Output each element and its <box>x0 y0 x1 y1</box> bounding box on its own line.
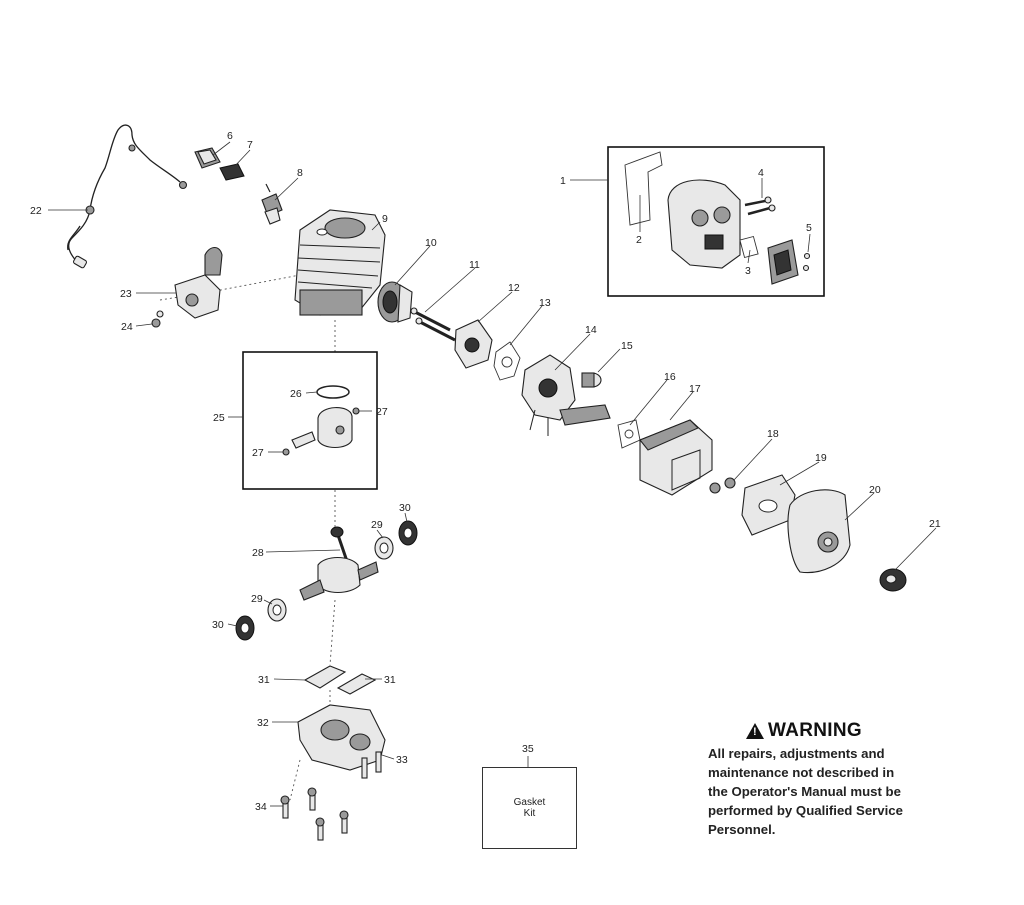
callout-22: 22 <box>30 205 42 217</box>
callout-19: 19 <box>815 452 827 464</box>
part-13-gasket <box>493 341 521 381</box>
part-19-air-filter <box>741 474 796 536</box>
callout-29-right: 29 <box>371 519 383 531</box>
callout-6: 6 <box>227 130 233 142</box>
part-33-studs <box>361 751 382 779</box>
part-2-heat-shield <box>624 151 663 226</box>
part-12-adapter <box>454 319 493 369</box>
callout-18: 18 <box>767 428 779 440</box>
callout-30-right: 30 <box>399 502 411 514</box>
callout-4: 4 <box>758 167 764 179</box>
part-29-bearing-left <box>267 598 287 622</box>
callout-20: 20 <box>869 484 881 496</box>
part-4-bolts <box>744 196 776 216</box>
warning-heading: WARNING <box>746 720 958 742</box>
part-piston-pin <box>291 431 316 449</box>
gasket-kit-line2: Kit <box>523 808 536 819</box>
part-5-screen <box>767 239 811 285</box>
warning-text: All repairs, adjustments and maintenance… <box>708 746 903 837</box>
assembly-box-25 <box>242 351 378 490</box>
callout-17: 17 <box>689 383 701 395</box>
part-23-ignition-module <box>174 246 223 319</box>
callout-16: 16 <box>664 371 676 383</box>
part-16-gasket <box>617 419 641 449</box>
warning-notice: WARNING All repairs, adjustments and mai… <box>708 720 958 839</box>
callout-14: 14 <box>585 324 597 336</box>
part-31-guide-right <box>336 673 377 695</box>
callout-26: 26 <box>290 388 302 400</box>
gasket-kit-box: Gasket Kit <box>482 767 577 849</box>
part-28-crankshaft <box>299 526 379 601</box>
callout-35: 35 <box>522 743 534 755</box>
callout-31-left: 31 <box>258 674 270 686</box>
part-31-guide-left <box>303 665 347 689</box>
callout-10: 10 <box>425 237 437 249</box>
part-34-screws <box>280 787 349 841</box>
callout-33: 33 <box>396 754 408 766</box>
part-10-intake-boot <box>377 281 413 323</box>
part-9-cylinder <box>294 209 386 316</box>
callout-24: 24 <box>121 321 133 333</box>
part-7-boot <box>219 163 245 181</box>
part-30-seal-right <box>398 520 418 546</box>
callout-32: 32 <box>257 717 269 729</box>
part-piston <box>317 407 353 449</box>
part-22-ignition-wire <box>67 124 188 269</box>
callout-34: 34 <box>255 801 267 813</box>
gasket-kit-line1: Gasket <box>513 797 546 808</box>
part-32-crankcase <box>297 704 386 771</box>
callout-9: 9 <box>382 213 388 225</box>
part-29-bearing-right <box>374 536 394 560</box>
callout-15: 15 <box>621 340 633 352</box>
callout-27-upper: 27 <box>376 406 388 418</box>
leader-lines <box>48 141 937 807</box>
callout-30-left: 30 <box>212 619 224 631</box>
callout-7: 7 <box>247 139 253 151</box>
part-11-screws <box>410 307 456 342</box>
callout-31-right: 31 <box>384 674 396 686</box>
part-6-cap <box>194 147 221 169</box>
part-30-seal-left <box>235 615 255 641</box>
part-26-piston-ring <box>316 385 350 399</box>
part-20-air-cover <box>787 489 851 574</box>
callout-8: 8 <box>297 167 303 179</box>
part-14-carburetor <box>521 354 611 436</box>
callout-3: 3 <box>745 265 751 277</box>
callout-28: 28 <box>252 547 264 559</box>
part-8-spark-plug <box>261 183 283 225</box>
part-3-gasket <box>739 235 759 259</box>
callout-12: 12 <box>508 282 520 294</box>
part-24-screws <box>151 310 164 328</box>
part-15-fitting <box>581 372 602 388</box>
callout-21: 21 <box>929 518 941 530</box>
callout-27-lower: 27 <box>252 447 264 459</box>
callout-labels: 1 2 3 4 5 6 7 8 9 10 11 12 13 14 15 16 1… <box>30 130 941 813</box>
callout-11: 11 <box>469 259 480 271</box>
assembly-box-1 <box>607 146 825 297</box>
callout-1: 1 <box>560 175 566 187</box>
warning-title: WARNING <box>768 720 862 741</box>
callout-29-left: 29 <box>251 593 263 605</box>
callout-13: 13 <box>539 297 551 309</box>
callout-5: 5 <box>806 222 812 234</box>
callout-2: 2 <box>636 234 642 246</box>
warning-triangle-icon <box>746 723 764 739</box>
part-18-nuts <box>709 477 736 494</box>
part-21-knob <box>879 568 907 592</box>
callout-25: 25 <box>213 412 225 424</box>
part-27-clips <box>282 407 360 456</box>
part-17-air-box <box>639 419 713 496</box>
part-1-muffler <box>667 179 741 269</box>
callout-23: 23 <box>120 288 132 300</box>
